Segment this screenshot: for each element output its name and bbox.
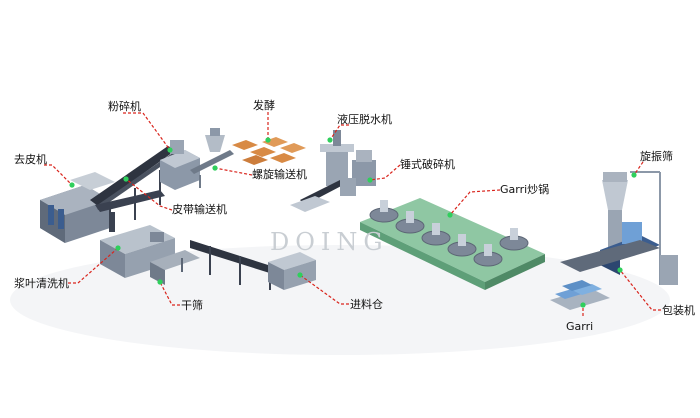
crusher-machine [160, 140, 200, 190]
label-feed-bin: 进料仓 [350, 298, 383, 311]
packing-machine [560, 171, 678, 285]
label-paddle-washer: 浆叶清洗机 [14, 277, 69, 290]
label-dry-sieve: 干筛 [181, 299, 203, 312]
garri-bags [550, 280, 610, 310]
label-hammer-mill: 锤式破碎机 [400, 158, 455, 171]
label-garri: Garri [566, 320, 594, 333]
label-garri-fryer: Garri炒锅 [500, 183, 550, 196]
green-markers [69, 137, 637, 308]
screw-conveyor-machine [190, 128, 234, 188]
garri-fryer-line [360, 198, 545, 290]
label-crusher: 粉碎机 [108, 100, 141, 113]
watermark-text: DOING [270, 228, 389, 256]
label-belt-conveyor: 皮带输送机 [172, 203, 227, 216]
dry-sieve-machine [150, 250, 200, 285]
label-hydraulic-press: 液压脱水机 [337, 113, 392, 126]
label-packing-machine: 包装机 [662, 304, 695, 317]
small-chute [95, 190, 165, 232]
leader-lines [44, 112, 661, 316]
fermentation-trays [232, 137, 306, 165]
label-screw-conveyor: 螺旋输送机 [252, 168, 307, 181]
hammer-mill-machine [290, 178, 356, 212]
label-vibrating-sieve: 旋振筛 [640, 150, 673, 163]
label-ferment: 发酵 [253, 99, 275, 112]
label-peeler: 去皮机 [14, 153, 47, 166]
hydraulic-press-machine [320, 130, 376, 186]
